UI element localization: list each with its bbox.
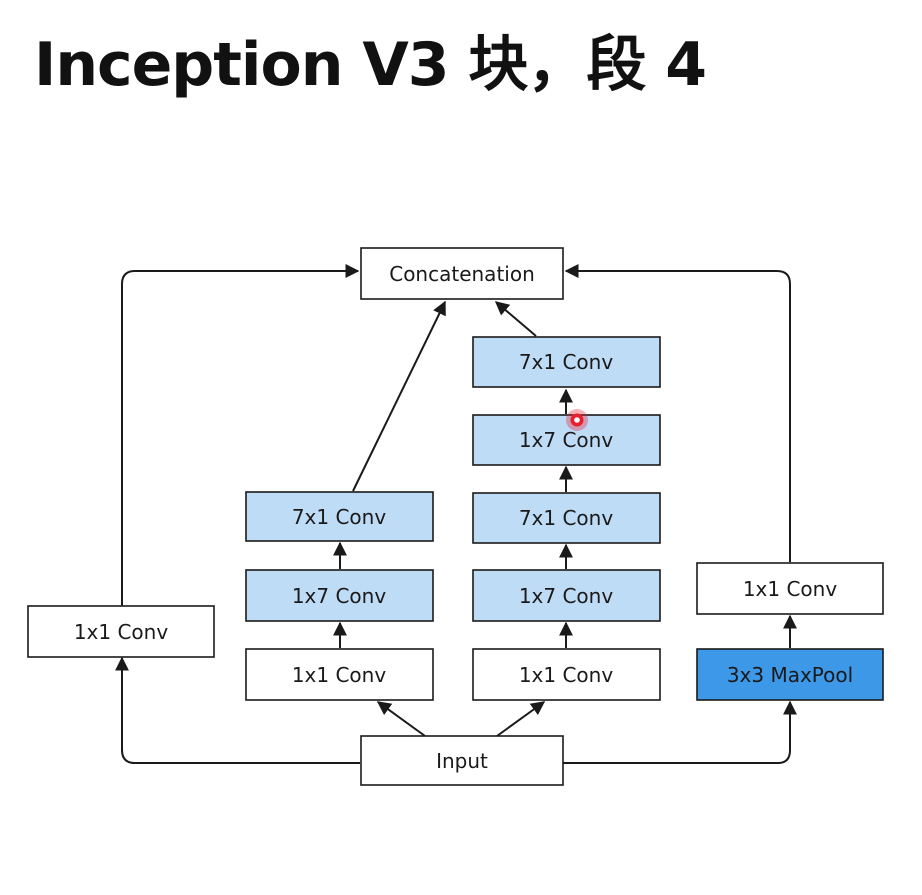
edges [115, 264, 797, 764]
node-label: 1x1 Conv [519, 663, 614, 687]
node-b3-1x1-conv: 1x1 Conv [472, 648, 661, 701]
node-label: 1x7 Conv [519, 428, 614, 452]
node-label: Concatenation [389, 262, 535, 286]
node-b3-1x7-conv-b: 1x7 Conv [472, 414, 661, 466]
node-label: 1x1 Conv [743, 577, 838, 601]
page-title: Inception V3 块，段 4 [34, 30, 707, 100]
node-label: 3x3 MaxPool [727, 663, 853, 687]
node-label: 1x1 Conv [292, 663, 387, 687]
edge-b2-to-concat [352, 300, 446, 492]
node-b4-1x1-conv: 1x1 Conv [696, 562, 884, 615]
cursor-highlight-icon [566, 409, 588, 431]
node-input: Input [360, 735, 564, 786]
node-b2-1x7-conv: 1x7 Conv [245, 569, 434, 622]
edge-input-to-b1 [115, 656, 360, 764]
node-label: 7x1 Conv [519, 506, 614, 530]
node-b4-3x3-maxpool: 3x3 MaxPool [696, 648, 884, 701]
node-b1-1x1-conv: 1x1 Conv [27, 605, 215, 658]
node-label: 1x7 Conv [519, 584, 614, 608]
edge-b1-to-concat [121, 264, 360, 606]
edge-b4-to-concat [564, 264, 791, 562]
node-label: 1x7 Conv [292, 584, 387, 608]
node-b3-7x1-conv-b: 7x1 Conv [472, 336, 661, 388]
node-label: 7x1 Conv [292, 505, 387, 529]
edge-input-to-b2 [376, 701, 426, 737]
node-b2-7x1-conv: 7x1 Conv [245, 491, 434, 542]
edge-input-to-b4 [563, 700, 797, 764]
edge-input-to-b3 [496, 701, 546, 737]
node-concatenation: Concatenation [360, 247, 564, 300]
node-label: 7x1 Conv [519, 350, 614, 374]
node-label: 1x1 Conv [74, 620, 169, 644]
node-b2-1x1-conv: 1x1 Conv [245, 648, 434, 701]
node-b3-7x1-conv-a: 7x1 Conv [472, 492, 661, 544]
node-label: Input [436, 749, 488, 773]
node-b3-1x7-conv-a: 1x7 Conv [472, 569, 661, 622]
edge-b3-to-concat [494, 301, 537, 337]
